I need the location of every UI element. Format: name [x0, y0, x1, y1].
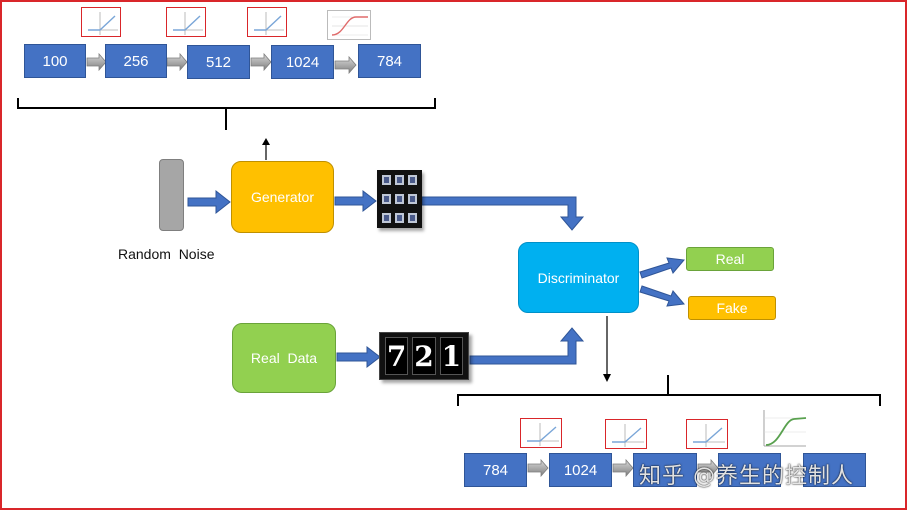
- digit-1: 1: [439, 337, 463, 375]
- gen-image-arrow: [334, 189, 377, 213]
- disc-layer-2: 1024: [549, 453, 612, 487]
- noise-label: Random Noise: [118, 246, 215, 262]
- relu-curve-icon: [81, 7, 121, 37]
- relu-curve-icon: [520, 418, 562, 448]
- real-flow-arrow: [469, 327, 585, 365]
- noise-arrow: [187, 189, 231, 215]
- gen-layer-1: 100: [24, 44, 86, 78]
- gen-layer-3: 512: [187, 45, 250, 79]
- gen-layer-5: 784: [358, 44, 421, 78]
- gen-layer-2: 256: [105, 44, 167, 78]
- generator-block: Generator: [231, 161, 334, 233]
- discriminator-label: Discriminator: [537, 269, 620, 286]
- relu-curve-icon: [686, 419, 728, 449]
- gen-layer-arrows: [86, 52, 357, 75]
- gen-layer-4: 1024: [271, 45, 334, 79]
- generated-images: [377, 170, 422, 228]
- disc-layer-3: [633, 453, 697, 487]
- disc-layer-1: 784: [464, 453, 527, 487]
- real-image-arrow: [336, 345, 381, 369]
- watermark: 知乎 @养生的控制人: [639, 464, 854, 489]
- fake-flow-arrow: [421, 196, 585, 231]
- top-brace: [17, 98, 436, 130]
- discriminator-block: Discriminator: [518, 242, 639, 313]
- tanh-curve-icon: [327, 10, 371, 40]
- generator-label: Generator: [250, 189, 315, 205]
- fake-out-arrow: [639, 285, 685, 307]
- real-data-label: Real Data: [250, 350, 318, 366]
- real-output: Real: [686, 247, 774, 271]
- disc-layer-5: [803, 453, 866, 487]
- noise-vector: [159, 159, 184, 231]
- digit-7: 7: [385, 337, 409, 375]
- relu-curve-icon: [166, 7, 206, 37]
- fake-output: Fake: [688, 296, 776, 320]
- digit-2: 2: [412, 337, 436, 375]
- real-digits-image: 7 2 1: [379, 332, 469, 380]
- real-out-arrow: [639, 257, 685, 279]
- sigmoid-curve-icon: [760, 408, 808, 450]
- real-data-block: Real Data: [232, 323, 336, 393]
- relu-curve-icon: [605, 419, 647, 449]
- relu-curve-icon: [247, 7, 287, 37]
- disc-layer-arrows: [527, 458, 719, 478]
- disc-layer-4: [718, 453, 781, 487]
- bottom-brace: [457, 375, 881, 406]
